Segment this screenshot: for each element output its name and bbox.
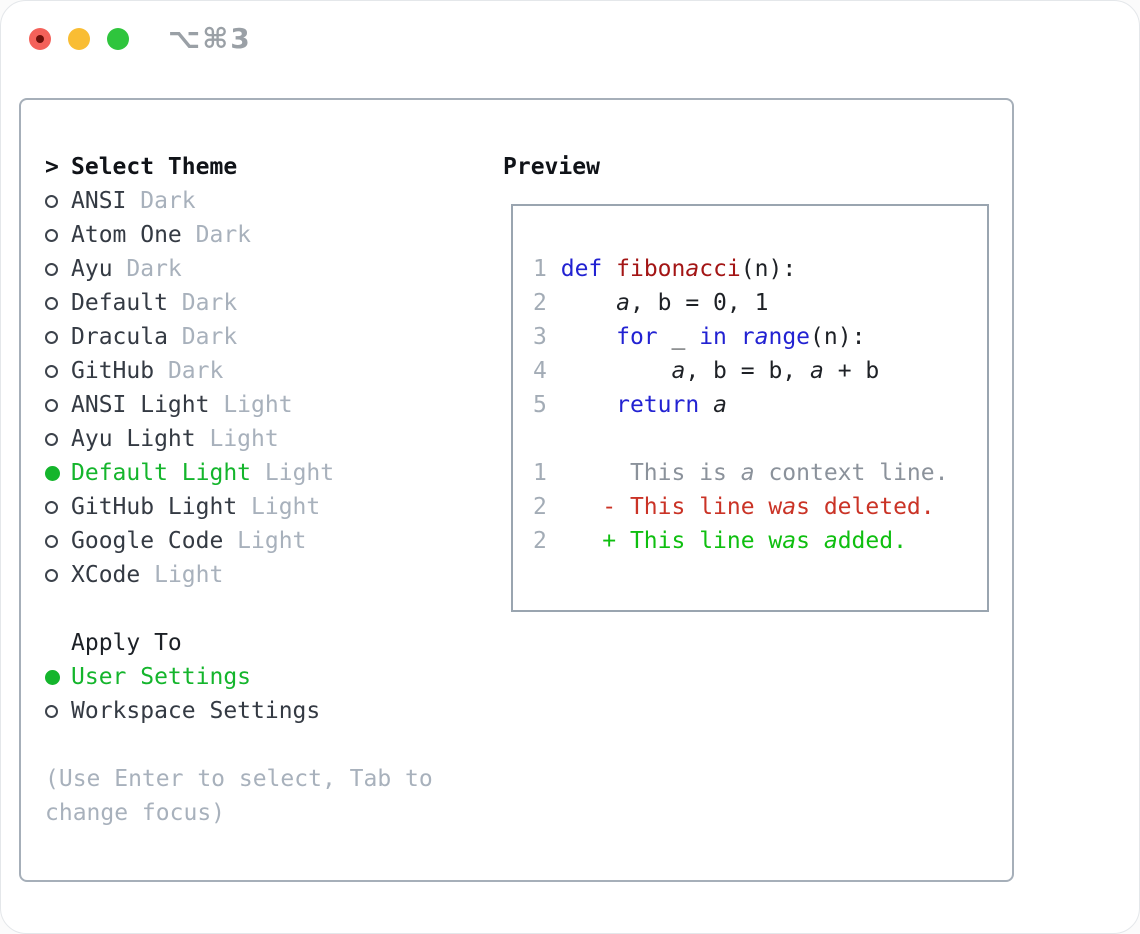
item-variant-label: Dark — [195, 222, 252, 248]
radio-icon — [45, 398, 71, 412]
theme-item-ansi-light[interactable]: ANSI Light Light — [45, 388, 495, 422]
item-variant-label: Dark — [181, 324, 238, 350]
spacer — [533, 422, 987, 456]
diff-line-ctx: 1 This is a context line. — [533, 460, 949, 486]
radio-icon — [45, 500, 71, 514]
theme-item-github-light[interactable]: GitHub Light Light — [45, 490, 495, 524]
apply-to-title: Apply To — [71, 630, 182, 656]
minimize-button[interactable] — [68, 28, 90, 50]
radio-icon — [45, 194, 71, 208]
item-variant-label: Dark — [140, 188, 196, 214]
preview-box: 1 def fibonacci(n): 2 a, b = 0, 1 3 for _ … — [511, 204, 989, 612]
diff-line-add: 2 + This line was added. — [533, 528, 907, 554]
selection-caret-icon: > — [45, 154, 59, 180]
theme-item-default-light[interactable]: Default Light Light — [45, 456, 495, 490]
item-label: User Settings — [71, 664, 252, 690]
item-label: GitHub Light — [71, 494, 252, 520]
spacer — [45, 728, 495, 762]
radio-icon — [45, 534, 71, 548]
code-line: 2 a, b = 0, 1 — [533, 290, 769, 316]
hint-text-line-1: (Use Enter to select, Tab to — [45, 766, 433, 792]
preview-title: Preview — [503, 154, 600, 180]
select-theme-title: Select Theme — [71, 154, 238, 180]
radio-selected-icon — [45, 465, 71, 481]
item-variant-label: Light — [237, 528, 307, 554]
theme-item-default[interactable]: Default Dark — [45, 286, 495, 320]
item-variant-label: Dark — [181, 290, 238, 316]
item-label: Ayu Light — [71, 426, 210, 452]
item-label: ANSI — [71, 188, 141, 214]
hint-text-line-2: change focus) — [45, 800, 226, 826]
item-variant-label: Light — [209, 426, 279, 452]
theme-item-google-code[interactable]: Google Code Light — [45, 524, 495, 558]
preview-code: 1 def fibonacci(n): 2 a, b = 0, 1 3 for _ … — [533, 252, 987, 422]
radio-icon — [45, 568, 71, 582]
item-label: Dracula — [71, 324, 182, 350]
preview-diff: 1 This is a context line. 2 - This line w… — [533, 456, 987, 558]
item-label: Google Code — [71, 528, 238, 554]
theme-item-atom-one[interactable]: Atom One Dark — [45, 218, 495, 252]
apply-to-header: Apply To — [45, 626, 495, 660]
item-variant-label: Light — [154, 562, 224, 588]
radio-icon — [45, 704, 71, 718]
theme-item-ayu[interactable]: Ayu Dark — [45, 252, 495, 286]
theme-item-ansi[interactable]: ANSI Dark — [45, 184, 495, 218]
code-line: 1 def fibonacci(n): — [533, 256, 797, 282]
diff-line-del: 2 - This line was deleted. — [533, 494, 935, 520]
radio-icon — [45, 262, 71, 276]
traffic-lights — [29, 28, 129, 50]
zoom-button[interactable] — [107, 28, 129, 50]
item-label: ANSI Light — [71, 392, 224, 418]
code-line: 3 for _ in range(n): — [533, 324, 866, 350]
item-variant-label: Dark — [126, 256, 182, 282]
theme-item-dracula[interactable]: Dracula Dark — [45, 320, 495, 354]
radio-icon — [45, 296, 71, 310]
apply-option-workspace-settings[interactable]: Workspace Settings — [45, 694, 495, 728]
theme-item-github[interactable]: GitHub Dark — [45, 354, 495, 388]
item-label: Default — [71, 290, 182, 316]
item-label: Ayu — [71, 256, 127, 282]
item-label: GitHub — [71, 358, 168, 384]
item-variant-label: Dark — [167, 358, 224, 384]
preview-section: Preview 1 def fibonacci(n): 2 a, b = 0, 1… — [503, 150, 989, 612]
spacer — [45, 592, 495, 626]
radio-icon — [45, 364, 71, 378]
window-shortcut-label: ⌥⌘3 — [168, 22, 252, 55]
theme-item-ayu-light[interactable]: Ayu Light Light — [45, 422, 495, 456]
apply-option-user-settings[interactable]: User Settings — [45, 660, 495, 694]
item-label: Atom One — [71, 222, 196, 248]
theme-item-xcode[interactable]: XCode Light — [45, 558, 495, 592]
code-line: 4 a, b = b, a + b — [533, 358, 880, 384]
select-theme-header: > Select Theme — [45, 150, 495, 184]
radio-icon — [45, 330, 71, 344]
item-label: Workspace Settings — [71, 698, 321, 724]
radio-selected-icon — [45, 669, 71, 685]
code-line: 5 return a — [533, 392, 727, 418]
item-variant-label: Light — [223, 392, 293, 418]
item-variant-label: Light — [251, 494, 321, 520]
radio-icon — [45, 228, 71, 242]
item-label: Default Light — [71, 460, 265, 486]
item-variant-label: Light — [264, 460, 335, 486]
close-button[interactable] — [29, 28, 51, 50]
item-label: XCode — [71, 562, 155, 588]
radio-icon — [45, 432, 71, 446]
